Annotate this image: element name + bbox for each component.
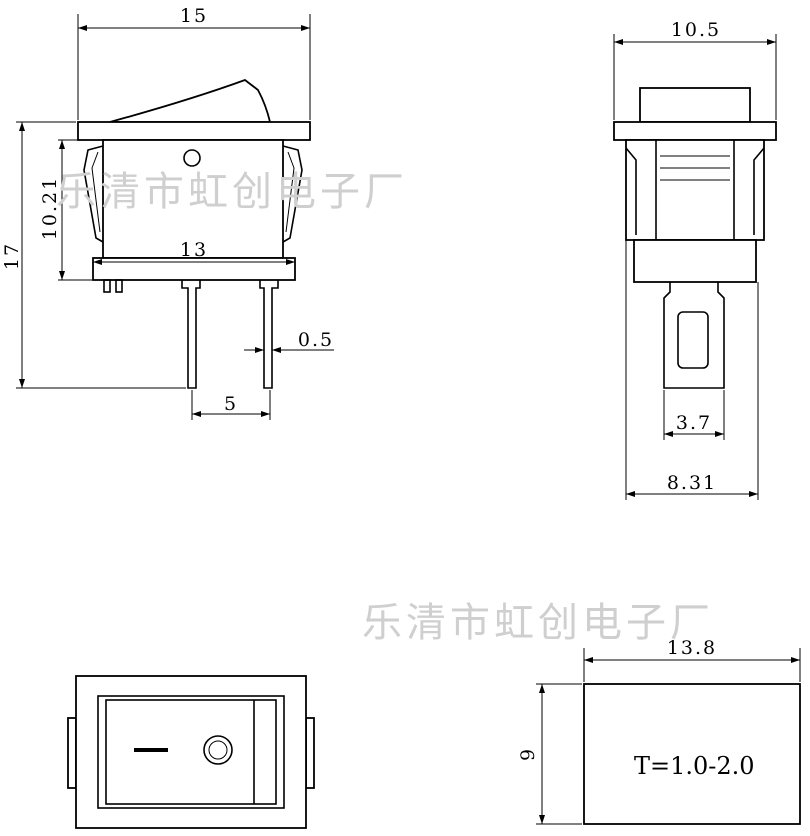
dim-height-10-21: 10.21 <box>39 176 61 240</box>
dim-top-10-5: 10.5 <box>671 19 721 41</box>
side-view: 10.5 3.7 8.31 <box>613 19 777 500</box>
dim-terminal-3-7: 3.7 <box>676 412 712 434</box>
dim-width-15: 15 <box>180 5 208 27</box>
dim-pitch-5: 5 <box>224 393 238 415</box>
dim-cutout-13-8: 13.8 <box>667 637 717 659</box>
watermark-top: 乐清市虹创电子厂 <box>56 169 408 215</box>
dim-height-17: 17 <box>1 242 23 270</box>
front-view: 15 17 10.21 13 0.5 5 <box>1 5 334 420</box>
dim-pin-0-5: 0.5 <box>298 329 334 351</box>
panel-thickness-label: T=1.0-2.0 <box>634 752 755 780</box>
dim-cutout-9: 9 <box>517 747 539 761</box>
dim-body-8-31: 8.31 <box>667 472 717 494</box>
watermark-bottom: 乐清市虹创电子厂 <box>362 600 714 646</box>
dim-base-13: 13 <box>180 239 208 261</box>
panel-cutout: 13.8 9 T=1.0-2.0 <box>517 637 801 825</box>
top-view <box>67 675 315 829</box>
